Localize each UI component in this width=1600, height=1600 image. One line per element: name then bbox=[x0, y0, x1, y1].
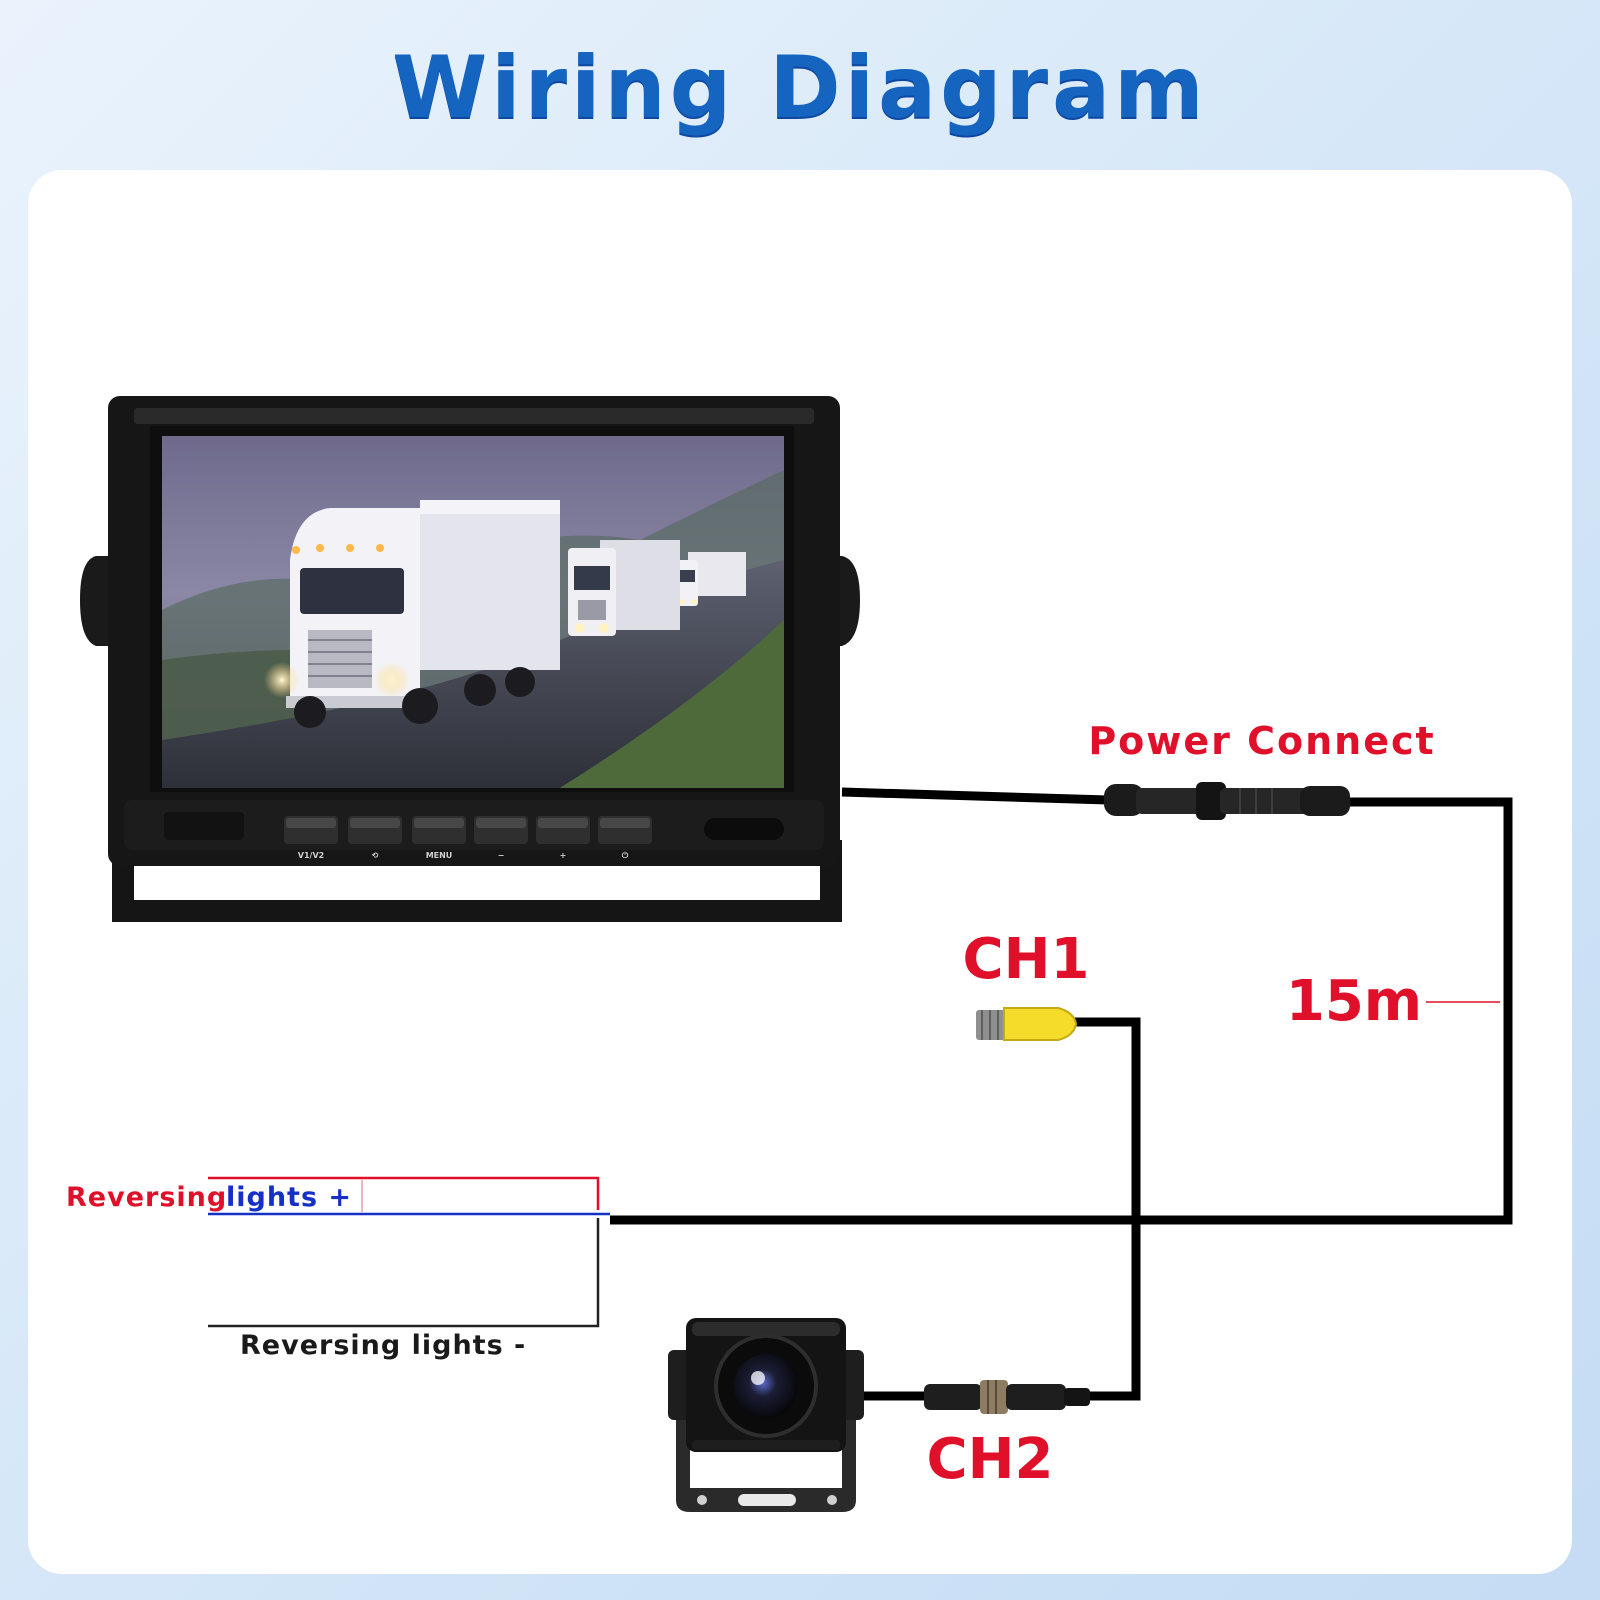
svg-text:+: + bbox=[560, 851, 567, 860]
svg-text:⟲: ⟲ bbox=[372, 851, 379, 860]
monitor-stand bbox=[112, 840, 842, 922]
ch2-cable bbox=[1086, 1224, 1141, 1401]
reversing-wires bbox=[208, 1176, 610, 1328]
truck-far bbox=[676, 552, 746, 606]
ch1-label: CH1 bbox=[963, 927, 1090, 992]
power-connector bbox=[1104, 782, 1350, 820]
reversing-plus-label-b: lights + bbox=[226, 1182, 352, 1213]
svg-text:V1/V2: V1/V2 bbox=[298, 851, 324, 860]
power-connect-label: Power Connect bbox=[1088, 719, 1435, 763]
monitor-cable bbox=[841, 787, 1109, 805]
reversing-plus-red-wire bbox=[208, 1176, 600, 1210]
ch1-connector bbox=[976, 1007, 1078, 1041]
camera-bracket bbox=[676, 1410, 856, 1512]
monitor-button-power[interactable]: ⏻ bbox=[598, 816, 652, 860]
monitor-button-rotate[interactable]: ⟲ bbox=[348, 816, 402, 860]
length-label: 15m bbox=[1286, 969, 1422, 1034]
wiring bbox=[610, 787, 1513, 1401]
reversing-minus-label: Reversing lights - bbox=[240, 1330, 526, 1361]
ch2-connector bbox=[924, 1380, 1090, 1414]
main-cable-15m bbox=[610, 797, 1513, 1225]
reversing-minus-wire bbox=[208, 1218, 600, 1328]
monitor-button-minus[interactable]: − bbox=[474, 816, 528, 860]
truck-front bbox=[264, 500, 560, 728]
camera-lens bbox=[734, 1354, 798, 1418]
page-title: Wiring Diagram bbox=[392, 38, 1208, 138]
monitor-button-plus[interactable]: + bbox=[536, 816, 590, 860]
backup-camera bbox=[668, 1318, 864, 1512]
reversing-plus-label-a: Reversing bbox=[66, 1182, 227, 1213]
svg-text:−: − bbox=[498, 851, 505, 860]
monitor-screen bbox=[162, 436, 784, 788]
svg-text:MENU: MENU bbox=[426, 851, 453, 860]
ch2-label: CH2 bbox=[927, 1427, 1054, 1492]
monitor-button-menu[interactable]: MENU bbox=[412, 816, 466, 860]
ch1-cable bbox=[1074, 1017, 1141, 1224]
monitor: V1/V2 ⟲ MENU − + bbox=[80, 396, 860, 922]
truck-middle bbox=[568, 540, 680, 636]
monitor-ir-sensor bbox=[704, 818, 784, 840]
monitor-button-v1v2[interactable]: V1/V2 bbox=[284, 816, 338, 860]
monitor-buttons: V1/V2 ⟲ MENU − + bbox=[284, 816, 652, 860]
svg-text:⏻: ⏻ bbox=[622, 851, 629, 860]
monitor-knob-left bbox=[80, 556, 112, 646]
